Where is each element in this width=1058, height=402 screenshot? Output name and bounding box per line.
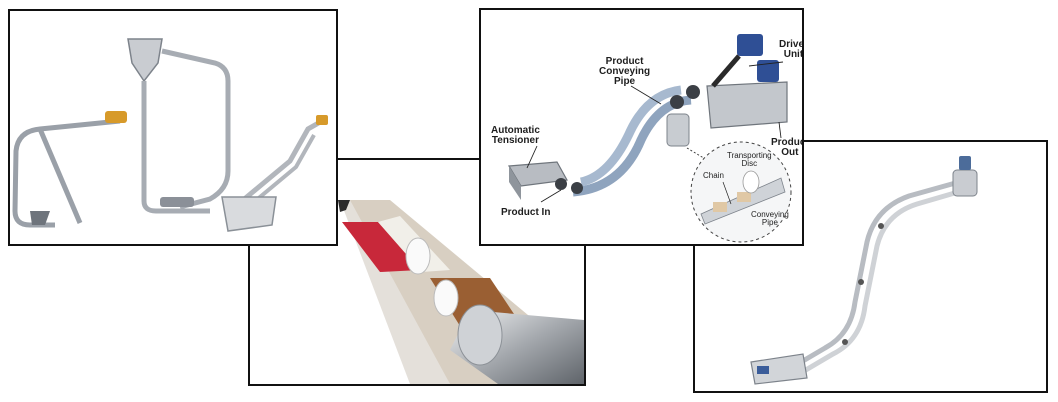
red-pellets xyxy=(342,222,420,272)
inlet-box xyxy=(750,353,808,385)
conveyor-overview-illustration xyxy=(12,38,328,232)
hopper-icon xyxy=(127,38,163,83)
component-diagram-panel: Product Conveying Pipe Driver Unit Autom… xyxy=(479,8,804,246)
pipe-cutaway-panel xyxy=(248,158,586,386)
transporting-disc-icon xyxy=(405,237,431,275)
s-curve-conveyor-illustration xyxy=(750,156,978,385)
drive-housing xyxy=(706,81,788,129)
tensioner-box xyxy=(507,161,568,187)
label-product-in: Product In xyxy=(501,207,551,218)
label-product-out: Product Out xyxy=(771,137,802,158)
label-product-conveying-pipe: Product Conveying Pipe xyxy=(599,56,651,87)
drive-motor-icon xyxy=(737,34,763,56)
conveyor-overview-panel xyxy=(8,9,338,246)
label-driver-unit: Driver Unit xyxy=(779,39,804,60)
label-automatic-tensioner: Automatic Tensioner xyxy=(491,125,540,146)
label-transporting-disc: Transporting Disc xyxy=(727,151,772,168)
label-conveying-pipe: Conveying Pipe xyxy=(751,210,789,227)
label-chain: Chain xyxy=(703,171,724,180)
component-diagram-illustration xyxy=(507,34,792,243)
transporting-disc-icon xyxy=(433,279,459,317)
drive-motor-icon xyxy=(959,156,971,170)
pipe-cutaway-illustration xyxy=(338,200,584,384)
drive-motor-icon xyxy=(105,111,127,123)
